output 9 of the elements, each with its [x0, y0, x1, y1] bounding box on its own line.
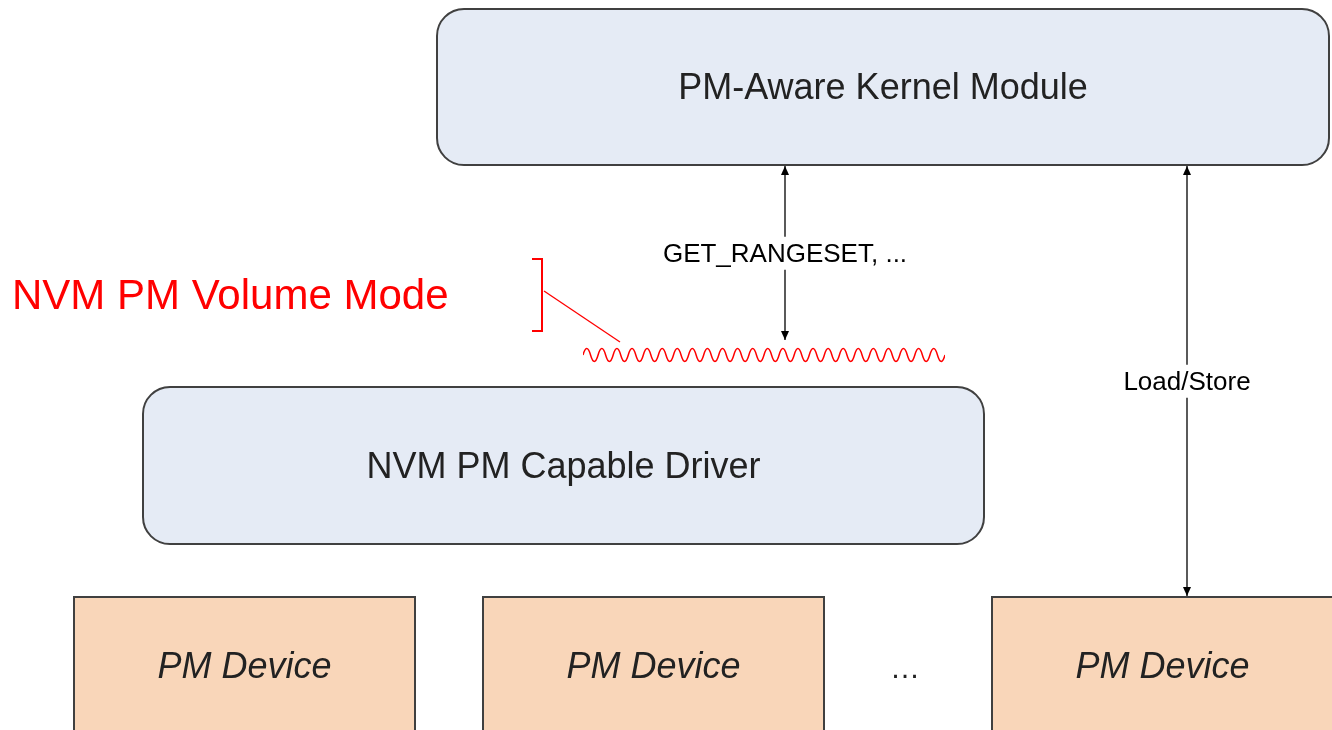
ellipsis-text: …	[890, 650, 920, 686]
device-box: PM Device	[73, 596, 416, 730]
leader-line	[543, 290, 621, 343]
device-box: PM Device	[482, 596, 825, 730]
module-box: PM-Aware Kernel Module	[436, 8, 1330, 166]
double-arrow	[1183, 165, 1191, 597]
device-box: PM Device	[991, 596, 1332, 730]
module-box: NVM PM Capable Driver	[142, 386, 985, 545]
annotation-text: NVM PM Volume Mode	[12, 274, 449, 316]
